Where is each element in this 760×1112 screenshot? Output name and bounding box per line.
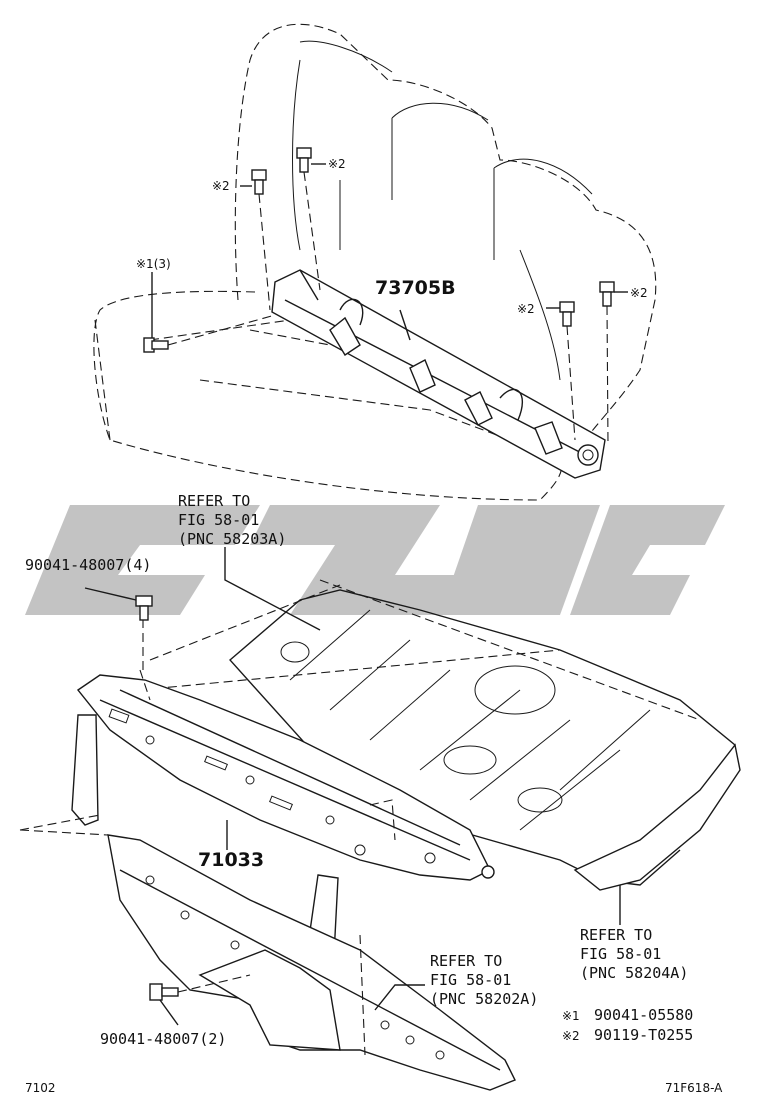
marker-note-2-c: ※2 xyxy=(517,302,535,316)
label-73705b: 73705B xyxy=(375,277,456,299)
watermark-graphic xyxy=(25,505,725,615)
marker-note-1: ※1(3) xyxy=(136,257,171,271)
ref-c-line1: REFER TO xyxy=(430,952,502,970)
label-bolt-upper: 90041-48007(4) xyxy=(25,556,151,574)
figure-code: 71F618-A xyxy=(665,1081,723,1095)
ref-b-line1: REFER TO xyxy=(580,926,652,944)
ref-c-line2: FIG 58-01 xyxy=(430,971,511,989)
marker-note-2-b: ※2 xyxy=(328,157,346,171)
labels: 73705B 71033 90041-48007(4) 90041-48007(… xyxy=(25,157,723,1095)
seat-bolts xyxy=(143,147,628,446)
ref-a-line2: FIG 58-01 xyxy=(178,511,259,529)
lower-rear-panel xyxy=(19,829,516,1091)
marker-note-2-d: ※2 xyxy=(630,286,648,300)
legend-part-1: 90041-05580 xyxy=(594,1006,693,1024)
legend-mark-2: ※2 xyxy=(562,1029,580,1043)
seat-back-outline xyxy=(234,23,657,441)
page-number: 7102 xyxy=(25,1081,56,1095)
leader-lines xyxy=(224,309,621,1011)
legend-mark-1: ※1 xyxy=(562,1009,580,1023)
legend-part-2: 90119-T0255 xyxy=(594,1026,693,1044)
ref-b-line2: FIG 58-01 xyxy=(580,945,661,963)
label-bolt-lower: 90041-48007(2) xyxy=(100,1030,226,1048)
ref-a-line1: REFER TO xyxy=(178,492,250,510)
label-71033: 71033 xyxy=(198,849,264,871)
seat-frame-73705b xyxy=(271,269,606,479)
ref-b-line3: (PNC 58204A) xyxy=(580,964,688,982)
ref-a-line3: (PNC 58203A) xyxy=(178,530,286,548)
marker-note-2-a: ※2 xyxy=(212,179,230,193)
bolt-90041-48007-lower xyxy=(149,974,251,1026)
floor-panel xyxy=(139,579,741,891)
bolt-90041-48007-upper xyxy=(84,587,153,621)
ref-c-line3: (PNC 58202A) xyxy=(430,990,538,1008)
